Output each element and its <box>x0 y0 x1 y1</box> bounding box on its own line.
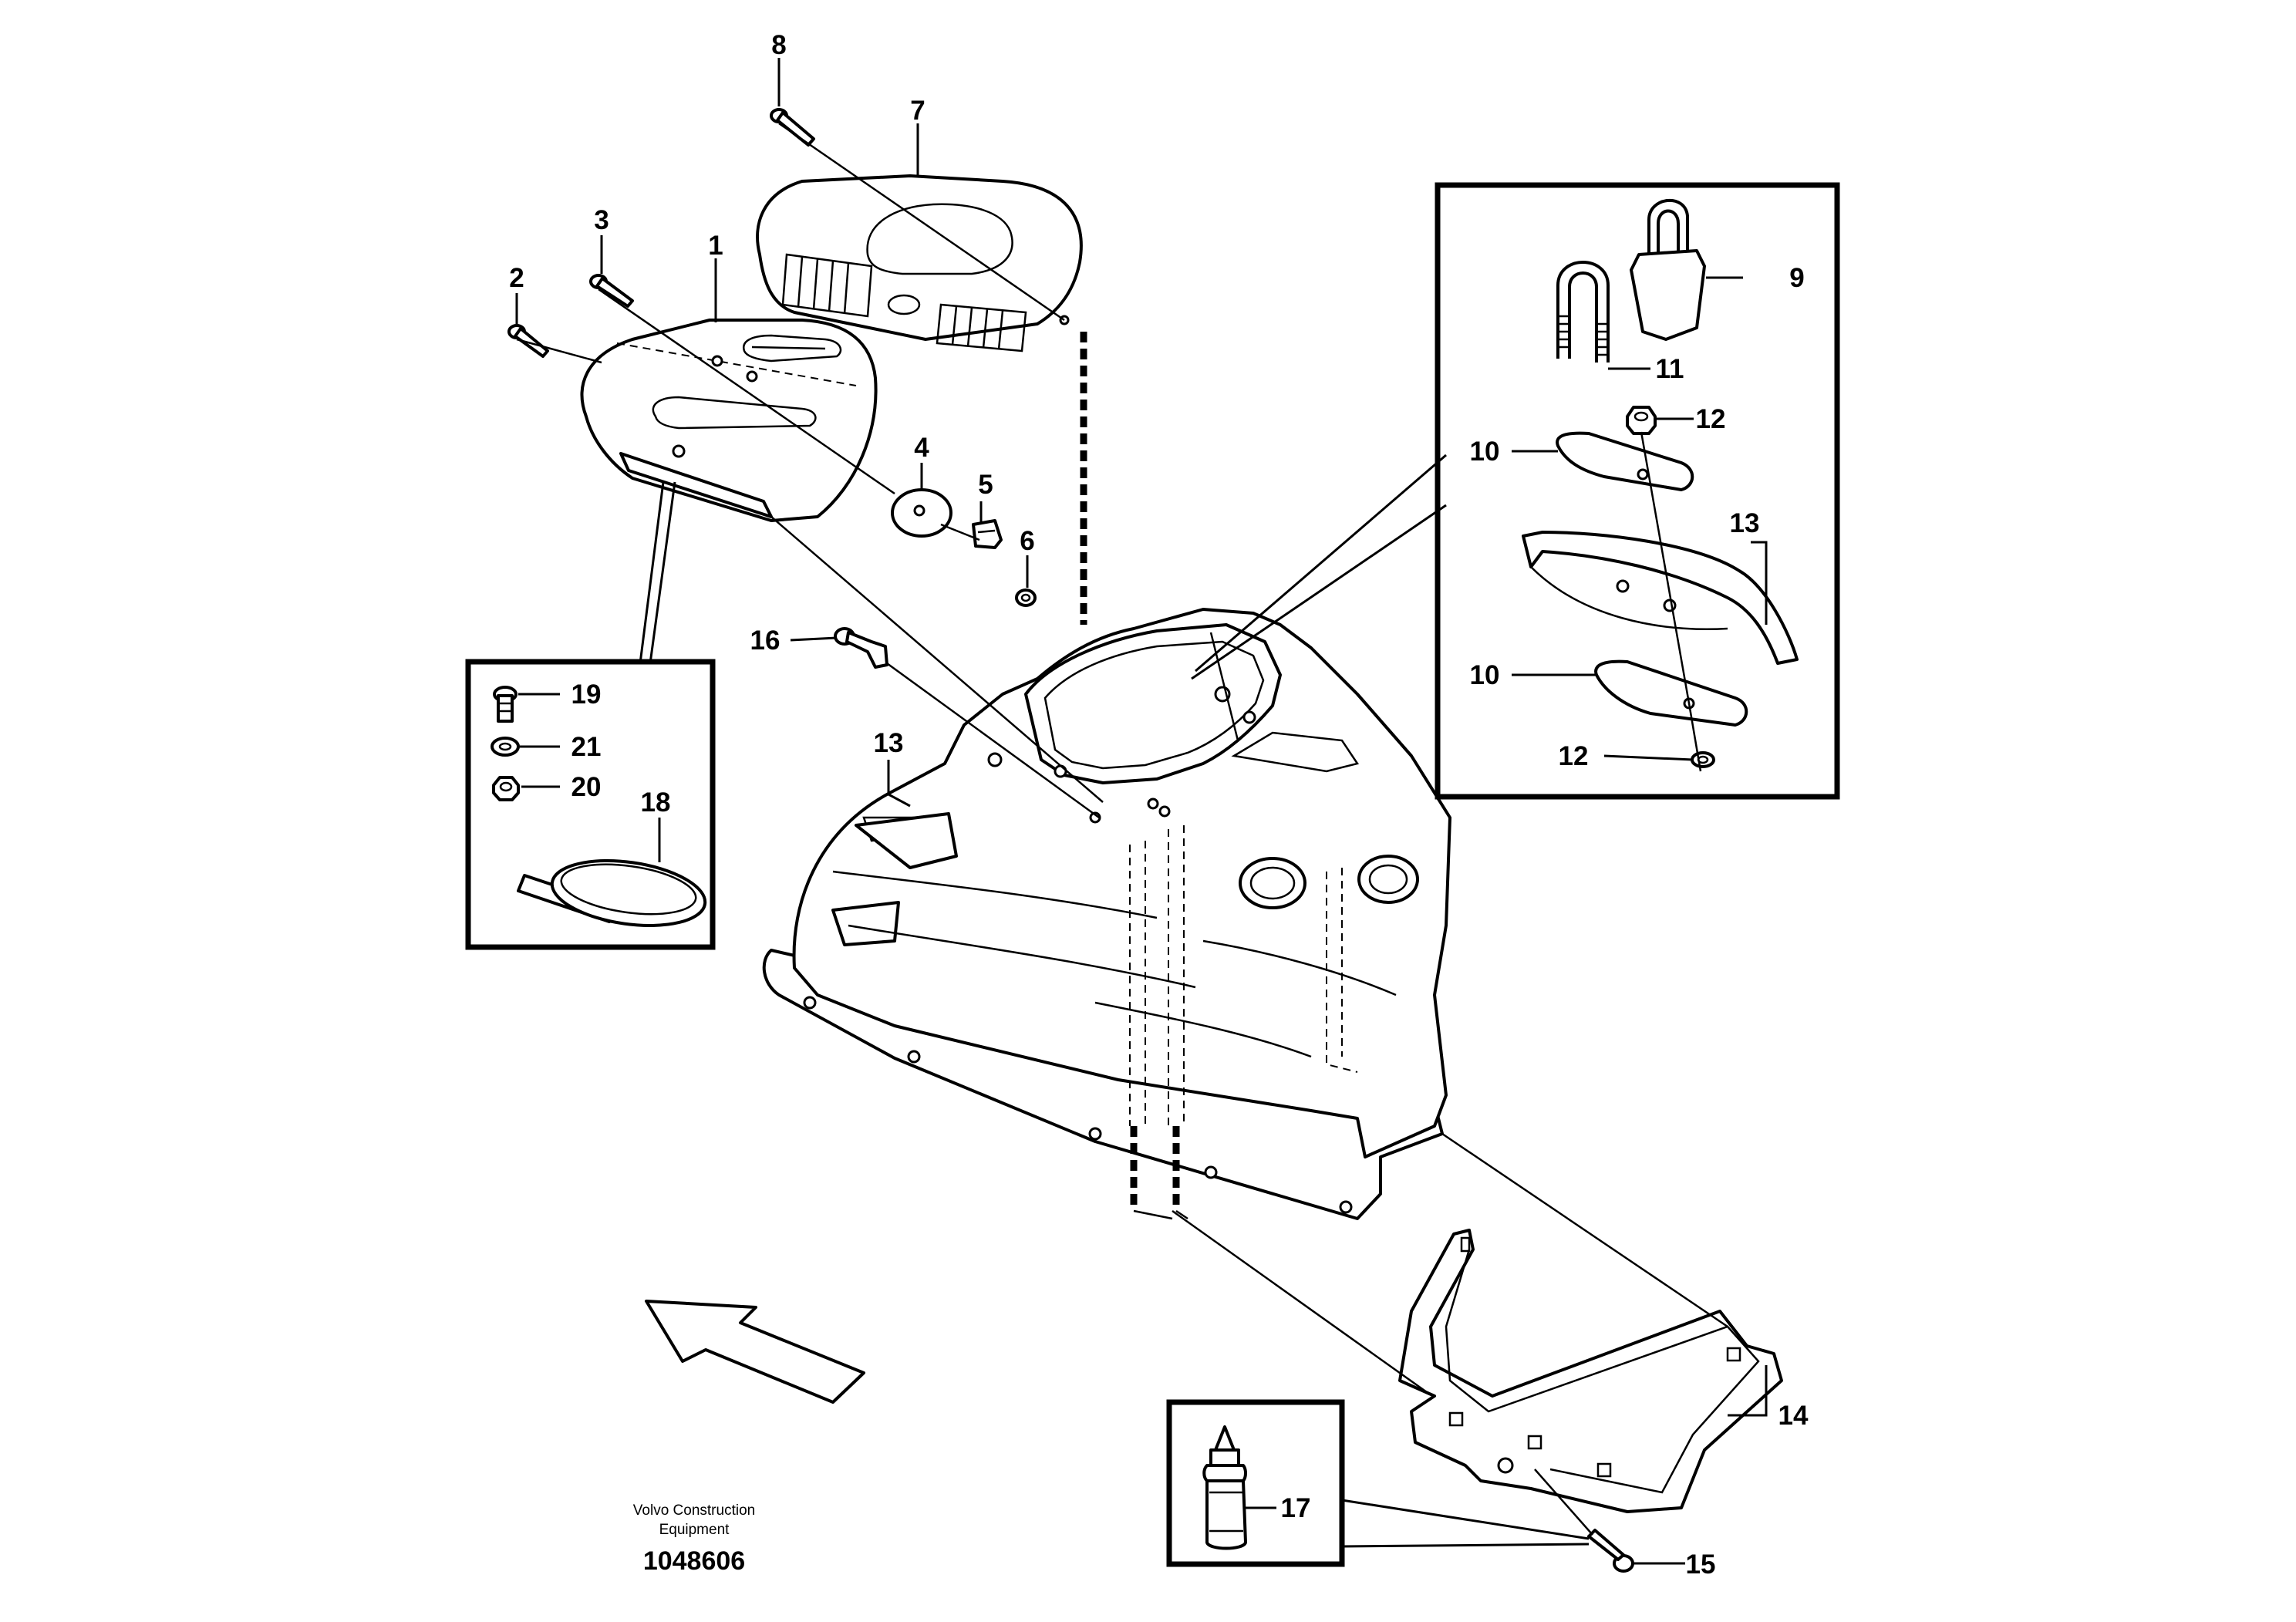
callout-13-detail: 13 <box>1730 508 1760 538</box>
callout-15: 15 <box>1686 1549 1716 1580</box>
leader-lines <box>515 58 1768 1565</box>
callout-10-upper: 10 <box>1470 437 1500 467</box>
document-number: 1048606 <box>643 1546 745 1576</box>
callout-12-upper: 12 <box>1696 404 1726 434</box>
callout-1: 1 <box>708 231 723 261</box>
detail-box-lock <box>1435 182 1840 800</box>
adhesive-bottle-17 <box>1202 1425 1247 1550</box>
callout-12-lower: 12 <box>1559 741 1589 771</box>
callout-2: 2 <box>509 263 524 293</box>
callout-7: 7 <box>910 96 925 126</box>
callout-18: 18 <box>641 787 671 818</box>
callout-21: 21 <box>571 732 602 762</box>
callout-8: 8 <box>771 30 786 60</box>
callout-19: 19 <box>571 679 602 710</box>
callout-4: 4 <box>914 433 929 463</box>
washer-21 <box>491 737 520 757</box>
screw-8 <box>770 108 815 147</box>
panel-13-detail <box>1522 531 1799 665</box>
callout-3: 3 <box>594 205 609 235</box>
clip <box>972 519 1003 549</box>
callout-20: 20 <box>571 772 602 802</box>
strap-18 <box>517 859 707 927</box>
screw-16 <box>834 627 888 669</box>
nut <box>1015 588 1037 607</box>
callout-labels: 8 7 3 1 2 4 5 6 16 13 9 11 12 10 13 10 1… <box>509 30 1809 1580</box>
callout-6: 6 <box>1020 526 1034 556</box>
bracket <box>1398 1229 1783 1513</box>
screw-15 <box>1587 1529 1634 1573</box>
credit-line-2: Equipment <box>659 1522 730 1538</box>
cover-panel-front <box>580 319 878 522</box>
callout-10-lower: 10 <box>1470 660 1500 690</box>
nut-20 <box>492 776 520 801</box>
callout-13-main: 13 <box>874 728 904 758</box>
forward-arrow-icon <box>645 1300 865 1404</box>
callout-11: 11 <box>1656 354 1684 384</box>
callout-16: 16 <box>750 626 781 656</box>
padlock-9 <box>1630 198 1706 341</box>
screw-2 <box>507 324 549 358</box>
detail-box-compound <box>1166 1399 1345 1567</box>
plate-10-lower <box>1594 659 1748 727</box>
callout-9: 9 <box>1789 263 1804 293</box>
callout-14: 14 <box>1778 1401 1809 1431</box>
callout-5: 5 <box>978 470 993 500</box>
title-block: Volvo Construction Equipment 1048606 <box>633 1502 755 1576</box>
credit-line-1: Volvo Construction <box>633 1502 755 1519</box>
cover-panel-upper <box>756 174 1083 352</box>
nut-12-lower <box>1691 751 1715 768</box>
console-housing <box>762 608 1451 1220</box>
grommet-plate <box>891 488 952 538</box>
plate-10-upper <box>1556 431 1694 491</box>
screw-3 <box>589 274 634 308</box>
u-bolt-11 <box>1556 261 1610 363</box>
bolt-19 <box>493 686 518 723</box>
detail-box-fasteners <box>465 659 716 950</box>
callout-17: 17 <box>1281 1493 1311 1523</box>
nut-12-upper <box>1626 406 1657 435</box>
